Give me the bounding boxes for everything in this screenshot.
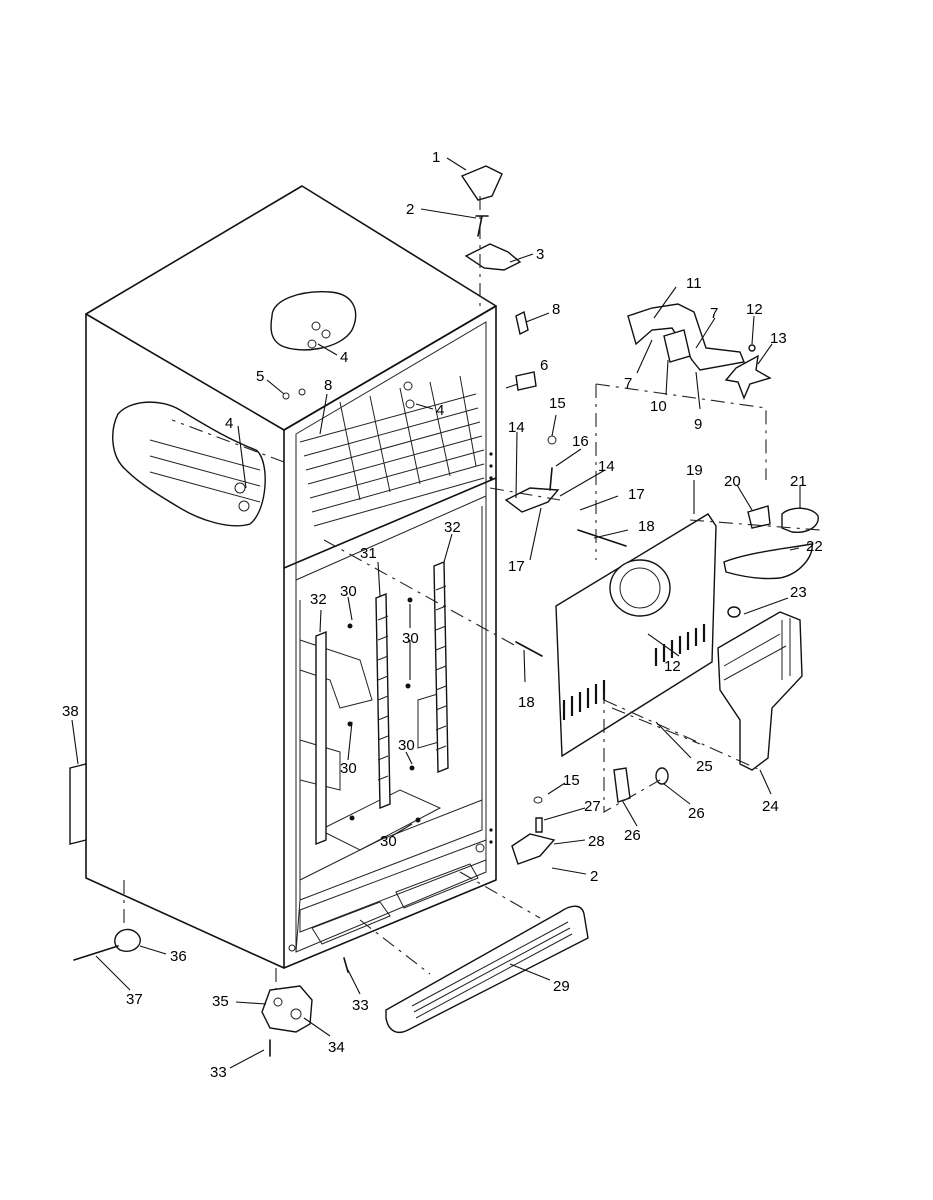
part-switch xyxy=(515,371,537,391)
callout-2: 2 xyxy=(406,201,414,218)
callout-4: 4 xyxy=(340,349,348,366)
part-screw-18b xyxy=(515,641,543,657)
callout-8: 8 xyxy=(552,301,560,318)
callout-30: 30 xyxy=(340,760,357,777)
part-grommet xyxy=(727,606,741,618)
part-center-hinge xyxy=(504,487,560,513)
callout-14: 14 xyxy=(598,458,615,475)
callout-7: 7 xyxy=(624,375,632,392)
part-control-housing-top xyxy=(270,291,357,351)
part-hinge-pin xyxy=(549,467,553,491)
part-side-bracket xyxy=(69,763,87,845)
callout-26: 26 xyxy=(688,805,705,822)
callout-12: 12 xyxy=(746,301,763,318)
part-shelf-track-31 xyxy=(375,592,391,810)
callout-18: 18 xyxy=(638,518,655,535)
callout-21: 21 xyxy=(790,473,807,490)
callout-38: 38 xyxy=(62,703,79,720)
callout-31: 31 xyxy=(360,545,377,562)
part-hinge-cover xyxy=(460,165,503,201)
callout-16: 16 xyxy=(572,433,589,450)
callout-14: 14 xyxy=(508,419,525,436)
callout-35: 35 xyxy=(212,993,229,1010)
part-light-bulb xyxy=(781,507,819,533)
part-shelf-track-32b xyxy=(315,630,327,846)
callout-13: 13 xyxy=(770,330,787,347)
callout-10: 10 xyxy=(650,398,667,415)
callout-25: 25 xyxy=(696,758,713,775)
callout-12: 12 xyxy=(664,658,681,675)
callout-1: 1 xyxy=(432,149,440,166)
part-screws-5 xyxy=(282,388,306,400)
callout-7: 7 xyxy=(710,305,718,322)
part-side-control-plate xyxy=(112,401,266,527)
callout-6: 6 xyxy=(540,357,548,374)
callout-26: 26 xyxy=(624,827,641,844)
part-air-duct xyxy=(717,611,803,771)
part-lamp-shield xyxy=(723,543,813,580)
part-fan-motor xyxy=(663,329,691,363)
callout-18: 18 xyxy=(518,694,535,711)
part-fan-blade xyxy=(724,354,772,400)
callout-30: 30 xyxy=(380,833,397,850)
part-lamp-socket xyxy=(747,505,771,529)
part-bottom-hinge-pin xyxy=(535,817,543,833)
callout-30: 30 xyxy=(340,583,357,600)
part-evaporator-cover xyxy=(555,513,717,758)
callout-5: 5 xyxy=(256,368,264,385)
callout-34: 34 xyxy=(328,1039,345,1056)
callout-36: 36 xyxy=(170,948,187,965)
refrigerator-cabinet xyxy=(85,185,497,969)
part-screw-18a xyxy=(577,529,627,547)
callout-3: 3 xyxy=(536,246,544,263)
part-screw-33a xyxy=(343,957,349,973)
part-damper xyxy=(613,767,631,803)
callout-9: 9 xyxy=(694,416,702,433)
callout-29: 29 xyxy=(553,978,570,995)
callout-33: 33 xyxy=(352,997,369,1014)
callout-19: 19 xyxy=(686,462,703,479)
part-light-lens xyxy=(515,310,529,336)
callout-17: 17 xyxy=(628,486,645,503)
callout-15: 15 xyxy=(549,395,566,412)
assembly-lines xyxy=(123,196,821,990)
part-screws-4 xyxy=(403,381,415,409)
callout-4: 4 xyxy=(436,402,444,419)
callout-24: 24 xyxy=(762,798,779,815)
callout-8: 8 xyxy=(324,377,332,394)
callout-17: 17 xyxy=(508,558,525,575)
callout-11: 11 xyxy=(686,275,702,292)
part-fan-nut xyxy=(748,344,756,352)
callout-32: 32 xyxy=(310,591,327,608)
part-top-hinge xyxy=(464,243,522,271)
part-roller xyxy=(114,928,141,952)
callout-labels: 1 2 3 4 4 4 5 6 7 7 8 8 9 10 11 12 12 13… xyxy=(62,149,823,1081)
callout-30: 30 xyxy=(402,630,419,647)
part-screw-top xyxy=(475,215,489,237)
callout-30: 30 xyxy=(398,737,415,754)
part-roller-bracket xyxy=(261,985,313,1033)
part-shelf-track-32a xyxy=(433,560,449,774)
callout-27: 27 xyxy=(584,798,601,815)
callout-32: 32 xyxy=(444,519,461,536)
callout-2: 2 xyxy=(590,868,598,885)
callout-33: 33 xyxy=(210,1064,227,1081)
part-toe-grille xyxy=(385,905,589,1034)
part-bottom-hinge xyxy=(511,833,556,865)
leader-lines xyxy=(71,157,801,1069)
callout-15: 15 xyxy=(563,772,580,789)
callout-28: 28 xyxy=(588,833,605,850)
part-roller-axle xyxy=(73,945,119,961)
callout-23: 23 xyxy=(790,584,807,601)
callout-20: 20 xyxy=(724,473,741,490)
callout-4: 4 xyxy=(225,415,233,432)
part-screws-30 xyxy=(347,597,421,823)
callout-22: 22 xyxy=(806,538,823,555)
callout-37: 37 xyxy=(126,991,143,1008)
